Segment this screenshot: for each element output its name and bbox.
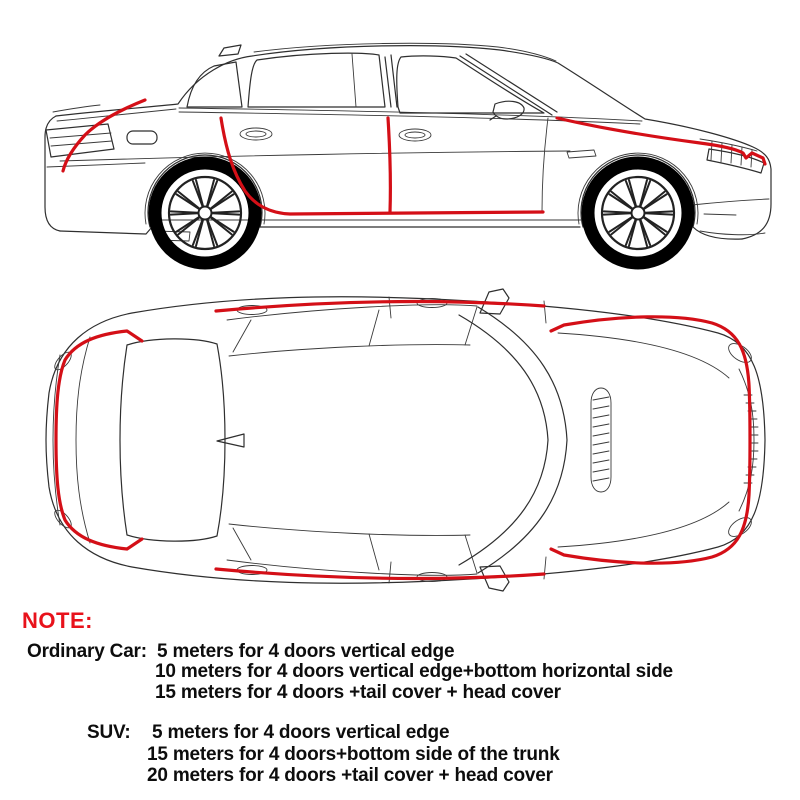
windshield-inner [458, 314, 549, 566]
front-door-window [396, 55, 545, 114]
hood-vent-hatch [592, 396, 610, 482]
roof-antenna [218, 44, 242, 57]
seal-line-side-top [214, 299, 546, 313]
rear-window [119, 338, 226, 542]
side-glasshouse [186, 42, 558, 121]
roof-antenna-top [216, 433, 245, 448]
seal-line-rear-door-edge-and-rocker [219, 116, 545, 216]
top-trunk-details [52, 336, 91, 544]
headlight-right [728, 517, 752, 537]
top-view-diagram [45, 288, 766, 592]
rear-wheel [155, 163, 255, 263]
b-pillar [384, 54, 398, 108]
front-wheel [588, 163, 688, 263]
suv-line-3: 20 meters for 4 doors +tail cover + head… [147, 765, 553, 786]
side-body-feature-lines [46, 104, 770, 236]
hood-vent [590, 387, 612, 493]
side-mirror [489, 100, 525, 121]
side-body-outline [44, 45, 772, 240]
side-front-details [566, 138, 765, 174]
left-mirror [479, 288, 510, 315]
seal-outline-hood [549, 315, 752, 565]
side-view-diagram [44, 42, 772, 285]
suv-line-1: SUV: 5 meters for 4 doors vertical edge [87, 722, 450, 744]
top-seal-lines [54, 299, 752, 581]
ordinary-car-line-1-text: 5 meters for 4 doors vertical edge [157, 641, 455, 662]
top-glasshouse [119, 296, 568, 584]
door-handles [239, 127, 432, 142]
ordinary-car-line-2: 10 meters for 4 doors vertical edge+bott… [155, 661, 673, 682]
seal-line-hood-edge [555, 116, 767, 166]
ordinary-car-label: Ordinary Car: [27, 641, 147, 662]
top-hood-details [557, 332, 759, 548]
seal-outline-trunk [54, 329, 144, 551]
right-mirror [479, 565, 510, 592]
suv-line-1-text: 5 meters for 4 doors vertical edge [152, 722, 450, 743]
seal-line-trunk-edge [61, 98, 147, 173]
ordinary-car-line-1: Ordinary Car: 5 meters for 4 doors vertic… [27, 641, 455, 663]
a-pillar [459, 53, 558, 116]
windshield-outer [477, 306, 568, 574]
seal-line-door-gap [386, 116, 392, 214]
rear-door-window [247, 52, 386, 108]
suv-label: SUV: [87, 722, 131, 743]
headlight [706, 148, 765, 174]
headlight-left [728, 343, 752, 363]
ordinary-car-line-3: 15 meters for 4 doors +tail cover + head… [155, 682, 561, 703]
taillight [45, 123, 115, 158]
fuel-door [126, 130, 158, 145]
suv-line-2: 15 meters for 4 doors+bottom side of the… [147, 744, 560, 765]
top-door-handles [236, 298, 448, 582]
fender-vent [566, 149, 597, 159]
quarter-window [186, 61, 243, 108]
side-seal-lines [61, 98, 767, 216]
seal-line-side-bottom [214, 567, 546, 581]
grille-slats [710, 140, 753, 168]
note-title: NOTE: [22, 608, 93, 633]
top-mirrors [479, 288, 510, 592]
